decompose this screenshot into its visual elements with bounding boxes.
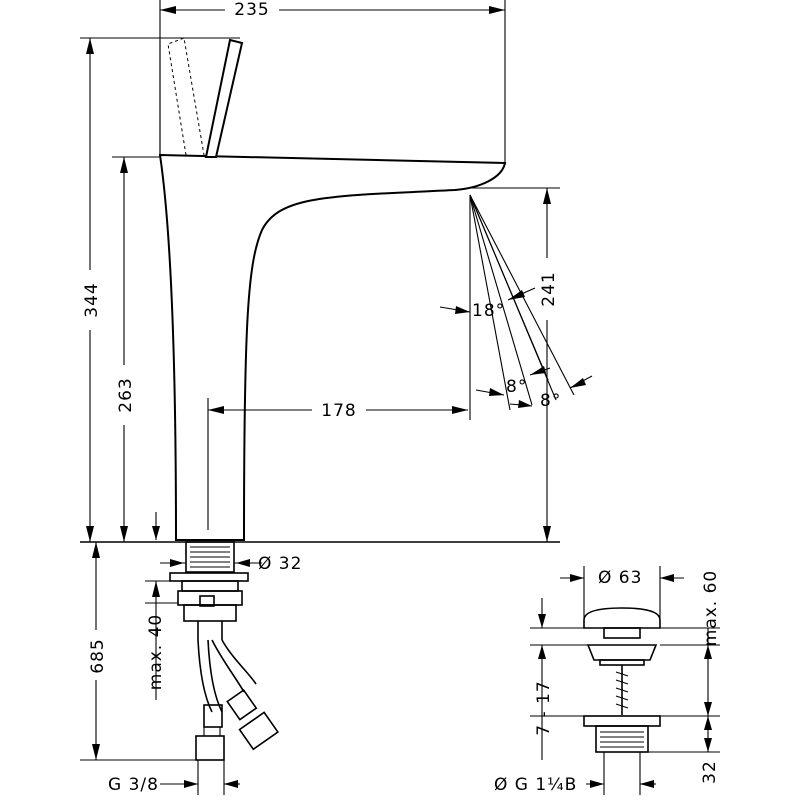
dim-angle-8a: 8° [475, 366, 551, 397]
hose-nut-right [238, 711, 280, 751]
dim-thread: Ø G 1¼B [494, 775, 656, 795]
hose-fitting-left [203, 704, 223, 728]
label-angle-8a: 8° [506, 377, 527, 397]
label-shank-diameter: Ø 32 [258, 554, 302, 574]
dim-bottom: 32 [648, 645, 720, 784]
label-overall-height: 344 [82, 282, 102, 317]
label-spout-height: 263 [116, 377, 136, 412]
label-spout-reach: 178 [321, 401, 356, 421]
lever-open-outline [167, 37, 205, 156]
label-cap-diameter: Ø 63 [598, 568, 642, 588]
dim-overall-height: 344 [80, 37, 240, 542]
hose-fitting-right [226, 688, 258, 721]
dim-spout-reach: 178 [207, 398, 468, 530]
label-max-thickness: max. 40 [146, 614, 166, 690]
dim-outlet-height: 241 [470, 187, 560, 542]
dim-angle-18: 18° [439, 287, 536, 321]
waste-assembly [583, 607, 661, 795]
label-outlet-height: 241 [539, 271, 559, 306]
shank-assembly [169, 541, 249, 640]
dim-angle-8b: 8° [509, 375, 593, 411]
label-max-height: max. 60 [701, 570, 721, 646]
dim-hose-length: 685 [80, 542, 196, 761]
label-bottom: 32 [700, 760, 720, 784]
hose-nut-left [195, 735, 225, 761]
dim-max-height: max. 60 [530, 570, 721, 646]
label-angle-8b: 8° [540, 391, 561, 411]
dim-connection: G 3/8 [108, 760, 240, 795]
dim-cap-diameter: Ø 63 [560, 566, 684, 618]
dim-max-thickness: max. 40 [145, 580, 178, 700]
label-thread: Ø G 1¼B [494, 775, 577, 795]
faucet-body [158, 37, 507, 541]
label-overall-width: 235 [234, 0, 269, 20]
dim-overall-width: 235 [159, 0, 506, 165]
label-connection: G 3/8 [108, 775, 159, 795]
deck-marker [152, 512, 160, 540]
dim-shank-diameter: Ø 32 [160, 554, 302, 574]
label-angle-18: 18° [472, 301, 505, 321]
label-range: 7 - 17 [534, 680, 554, 735]
dim-spout-height: 263 [112, 156, 160, 542]
lever-handle [204, 38, 244, 158]
label-hose-length: 685 [88, 638, 108, 673]
dim-range: 7 - 17 [530, 644, 588, 760]
supply-hoses [195, 639, 280, 761]
